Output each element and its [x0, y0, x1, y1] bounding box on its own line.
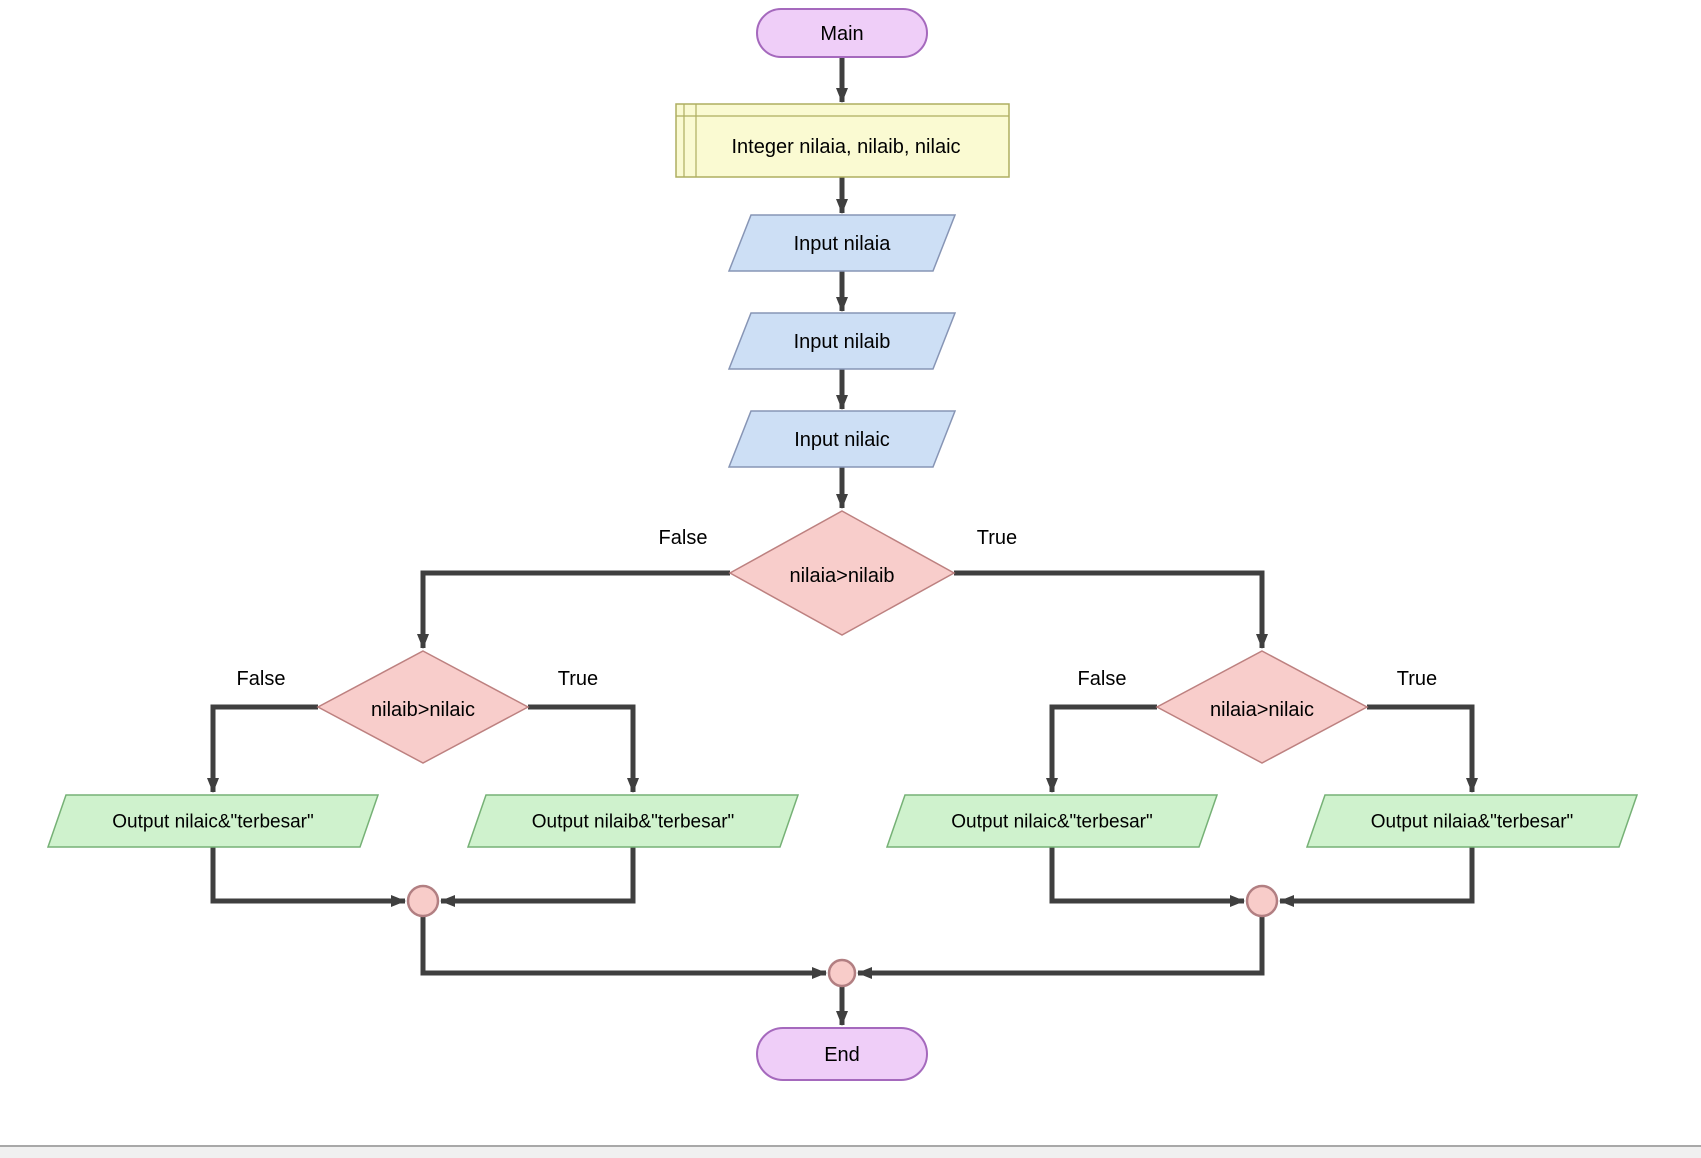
input-nilaia-label: Input nilaia [794, 233, 892, 255]
node-declare[interactable]: Integer nilaia, nilaib, nilaic [675, 103, 1010, 178]
branch-label-right-true: True [1397, 668, 1437, 690]
connectors [207, 57, 1478, 1026]
node-terminal-main[interactable]: Main [756, 8, 928, 58]
connector-right-junction-to-center [857, 916, 1265, 979]
connector-main-true-branch [954, 570, 1268, 649]
declare-label: Integer nilaia, nilaib, nilaic [731, 136, 960, 158]
node-output-right-false[interactable]: Output nilaic&"terbesar" [885, 794, 1219, 848]
branch-label-main-true: True [977, 527, 1017, 549]
connector-right-false-branch [1046, 704, 1157, 793]
output-left-false-shape[interactable] [46, 794, 380, 848]
output-right-true-label: Output nilaia&"terbesar" [1371, 812, 1574, 833]
input-nilaia-shape[interactable] [727, 214, 957, 272]
decision-right-shape[interactable] [1155, 650, 1369, 764]
decision-left-label: nilaib>nilaic [371, 699, 475, 721]
junction-center[interactable] [827, 958, 857, 988]
terminal-main-label: Main [820, 23, 863, 45]
connector-output-rf-to-right-junction [1049, 847, 1245, 907]
branch-label-left-false: False [237, 668, 286, 690]
output-right-true-shape[interactable] [1305, 794, 1639, 848]
input-nilaib-shape[interactable] [727, 312, 957, 370]
output-right-false-label: Output nilaic&"terbesar" [951, 812, 1152, 833]
decision-right-label: nilaia>nilaic [1210, 699, 1314, 721]
node-decision-main[interactable]: nilaia>nilaib [728, 510, 956, 636]
junction-left[interactable] [406, 884, 440, 918]
node-terminal-end[interactable]: End [756, 1027, 928, 1081]
branch-label-main-false: False [659, 527, 708, 549]
input-nilaic-shape[interactable] [727, 410, 957, 468]
output-left-true-label: Output nilaib&"terbesar" [532, 812, 735, 833]
terminal-main-shape[interactable] [756, 8, 928, 58]
node-output-left-true[interactable]: Output nilaib&"terbesar" [466, 794, 800, 848]
node-decision-left[interactable]: nilaib>nilaic [316, 650, 530, 764]
branch-label-right-false: False [1078, 668, 1127, 690]
connector-left-false-branch [207, 704, 318, 793]
input-nilaic-label: Input nilaic [794, 429, 890, 451]
node-input-nilaia[interactable]: Input nilaia [727, 214, 957, 272]
input-nilaib-label: Input nilaib [794, 331, 891, 353]
output-right-false-shape[interactable] [885, 794, 1219, 848]
decision-main-shape[interactable] [728, 510, 956, 636]
junction-right[interactable] [1245, 884, 1279, 918]
connector-left-junction-to-center [420, 916, 827, 979]
output-left-false-label: Output nilaic&"terbesar" [112, 812, 313, 833]
declare-inner-lines [676, 104, 1009, 177]
node-decision-right[interactable]: nilaia>nilaic [1155, 650, 1369, 764]
node-output-left-false[interactable]: Output nilaic&"terbesar" [46, 794, 380, 848]
branch-labels: False True False True False True [237, 527, 1438, 690]
terminal-end-label: End [824, 1044, 860, 1066]
connector-left-true-branch [528, 704, 639, 793]
connector-output-rt-to-right-junction [1279, 847, 1475, 907]
connector-output-ll-to-left-junction [210, 847, 406, 907]
connector-main-false-branch [417, 570, 730, 649]
status-bar [0, 1145, 1701, 1158]
node-output-right-true[interactable]: Output nilaia&"terbesar" [1305, 794, 1639, 848]
connector-right-true-branch [1367, 704, 1478, 793]
node-input-nilaib[interactable]: Input nilaib [727, 312, 957, 370]
output-left-true-shape[interactable] [466, 794, 800, 848]
branch-label-left-true: True [558, 668, 598, 690]
node-input-nilaic[interactable]: Input nilaic [727, 410, 957, 468]
decision-left-shape[interactable] [316, 650, 530, 764]
terminal-end-shape[interactable] [756, 1027, 928, 1081]
decision-main-label: nilaia>nilaib [789, 565, 894, 587]
connector-output-lt-to-left-junction [440, 847, 636, 907]
